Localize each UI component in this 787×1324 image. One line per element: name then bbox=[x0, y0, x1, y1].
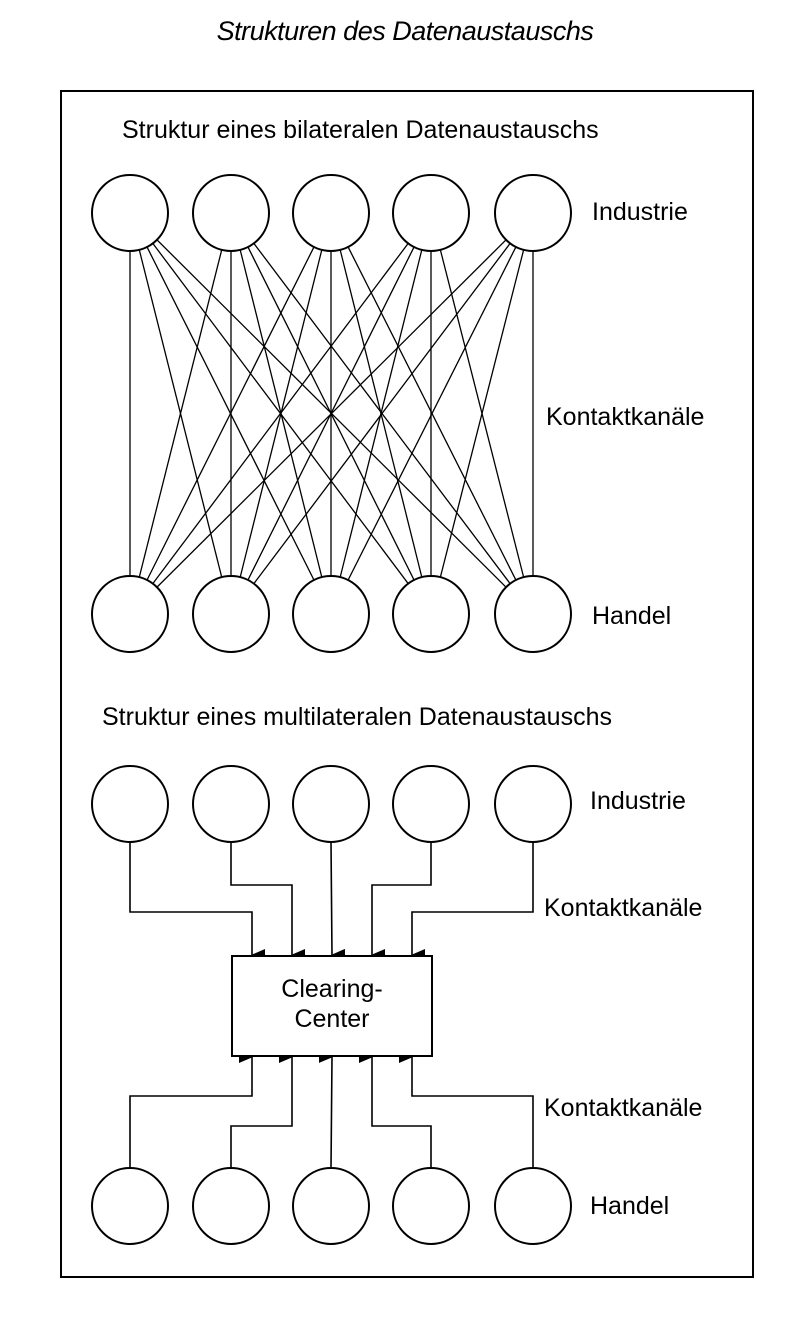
contact-line-4-3 bbox=[330, 212, 432, 615]
trade-node-2 bbox=[192, 575, 270, 653]
multi-industry-node-1 bbox=[91, 765, 169, 843]
multilateral-trade-label: Handel bbox=[590, 1192, 670, 1220]
multilateral-industry-label: Industrie bbox=[590, 787, 686, 815]
multi-trade-node-4 bbox=[392, 1167, 470, 1245]
upper-channel-2 bbox=[230, 842, 305, 961]
contact-line-5-2 bbox=[230, 212, 534, 615]
bilateral-channels-label: Kontaktkanäle bbox=[546, 403, 705, 431]
lower-channel-5 bbox=[399, 1051, 534, 1168]
multi-trade-node-1 bbox=[91, 1167, 169, 1245]
bilateral-trade-label: Handel bbox=[592, 602, 672, 630]
trade-node-1 bbox=[91, 575, 169, 653]
bilateral-nodes bbox=[91, 174, 572, 653]
industry-node-3 bbox=[292, 174, 370, 252]
multi-trade-node-2 bbox=[192, 1167, 270, 1245]
trade-node-3 bbox=[292, 575, 370, 653]
lower-channel-3 bbox=[318, 1050, 333, 1169]
contact-line-5-3 bbox=[330, 212, 534, 615]
trade-node-5 bbox=[494, 575, 572, 653]
trade-node-4 bbox=[392, 575, 470, 653]
upper-channel-3 bbox=[330, 841, 346, 961]
industry-node-1 bbox=[91, 174, 169, 252]
upper-channel-5 bbox=[411, 842, 534, 961]
page-title: Strukturen des Datenaustauschs bbox=[216, 16, 594, 46]
bilateral-section-title: Struktur eines bilateralen Datenaustausc… bbox=[122, 116, 599, 144]
multilateral-contact-lines bbox=[129, 841, 534, 1169]
multilateral-section-title: Struktur eines multilateralen Datenausta… bbox=[102, 703, 612, 731]
multi-trade-node-3 bbox=[292, 1167, 370, 1245]
clearing-center-line1: Clearing- bbox=[281, 975, 383, 1003]
industry-node-2 bbox=[192, 174, 270, 252]
multi-industry-node-4 bbox=[392, 765, 470, 843]
upper-channel-4 bbox=[371, 842, 432, 961]
lower-channel-4 bbox=[359, 1051, 432, 1168]
industry-node-5 bbox=[494, 174, 572, 252]
multilateral-nodes bbox=[91, 765, 572, 1245]
industry-node-4 bbox=[392, 174, 470, 252]
upper-channel-1 bbox=[129, 842, 265, 961]
contact-line-5-1 bbox=[129, 212, 534, 615]
multi-trade-node-5 bbox=[494, 1167, 572, 1245]
contact-line-2-1 bbox=[129, 212, 232, 615]
multi-industry-node-5 bbox=[494, 765, 572, 843]
lower-channel-1 bbox=[129, 1051, 253, 1168]
bilateral-contact-lines bbox=[129, 212, 534, 615]
multilateral-upper-channels-label: Kontaktkanäle bbox=[544, 894, 703, 922]
multi-industry-node-2 bbox=[192, 765, 270, 843]
multilateral-lower-channels-label: Kontaktkanäle bbox=[544, 1094, 703, 1122]
contact-line-5-4 bbox=[430, 212, 534, 615]
clearing-center-box bbox=[231, 955, 433, 1057]
clearing-center-label: Clearing- Center bbox=[232, 974, 432, 1034]
diagram-frame bbox=[60, 90, 754, 1278]
clearing-center-line2: Center bbox=[294, 1005, 370, 1033]
lower-channel-2 bbox=[230, 1051, 293, 1168]
bilateral-industry-label: Industrie bbox=[592, 198, 688, 226]
contact-line-3-1 bbox=[129, 212, 332, 615]
contact-line-4-1 bbox=[129, 212, 432, 615]
multi-industry-node-3 bbox=[292, 765, 370, 843]
